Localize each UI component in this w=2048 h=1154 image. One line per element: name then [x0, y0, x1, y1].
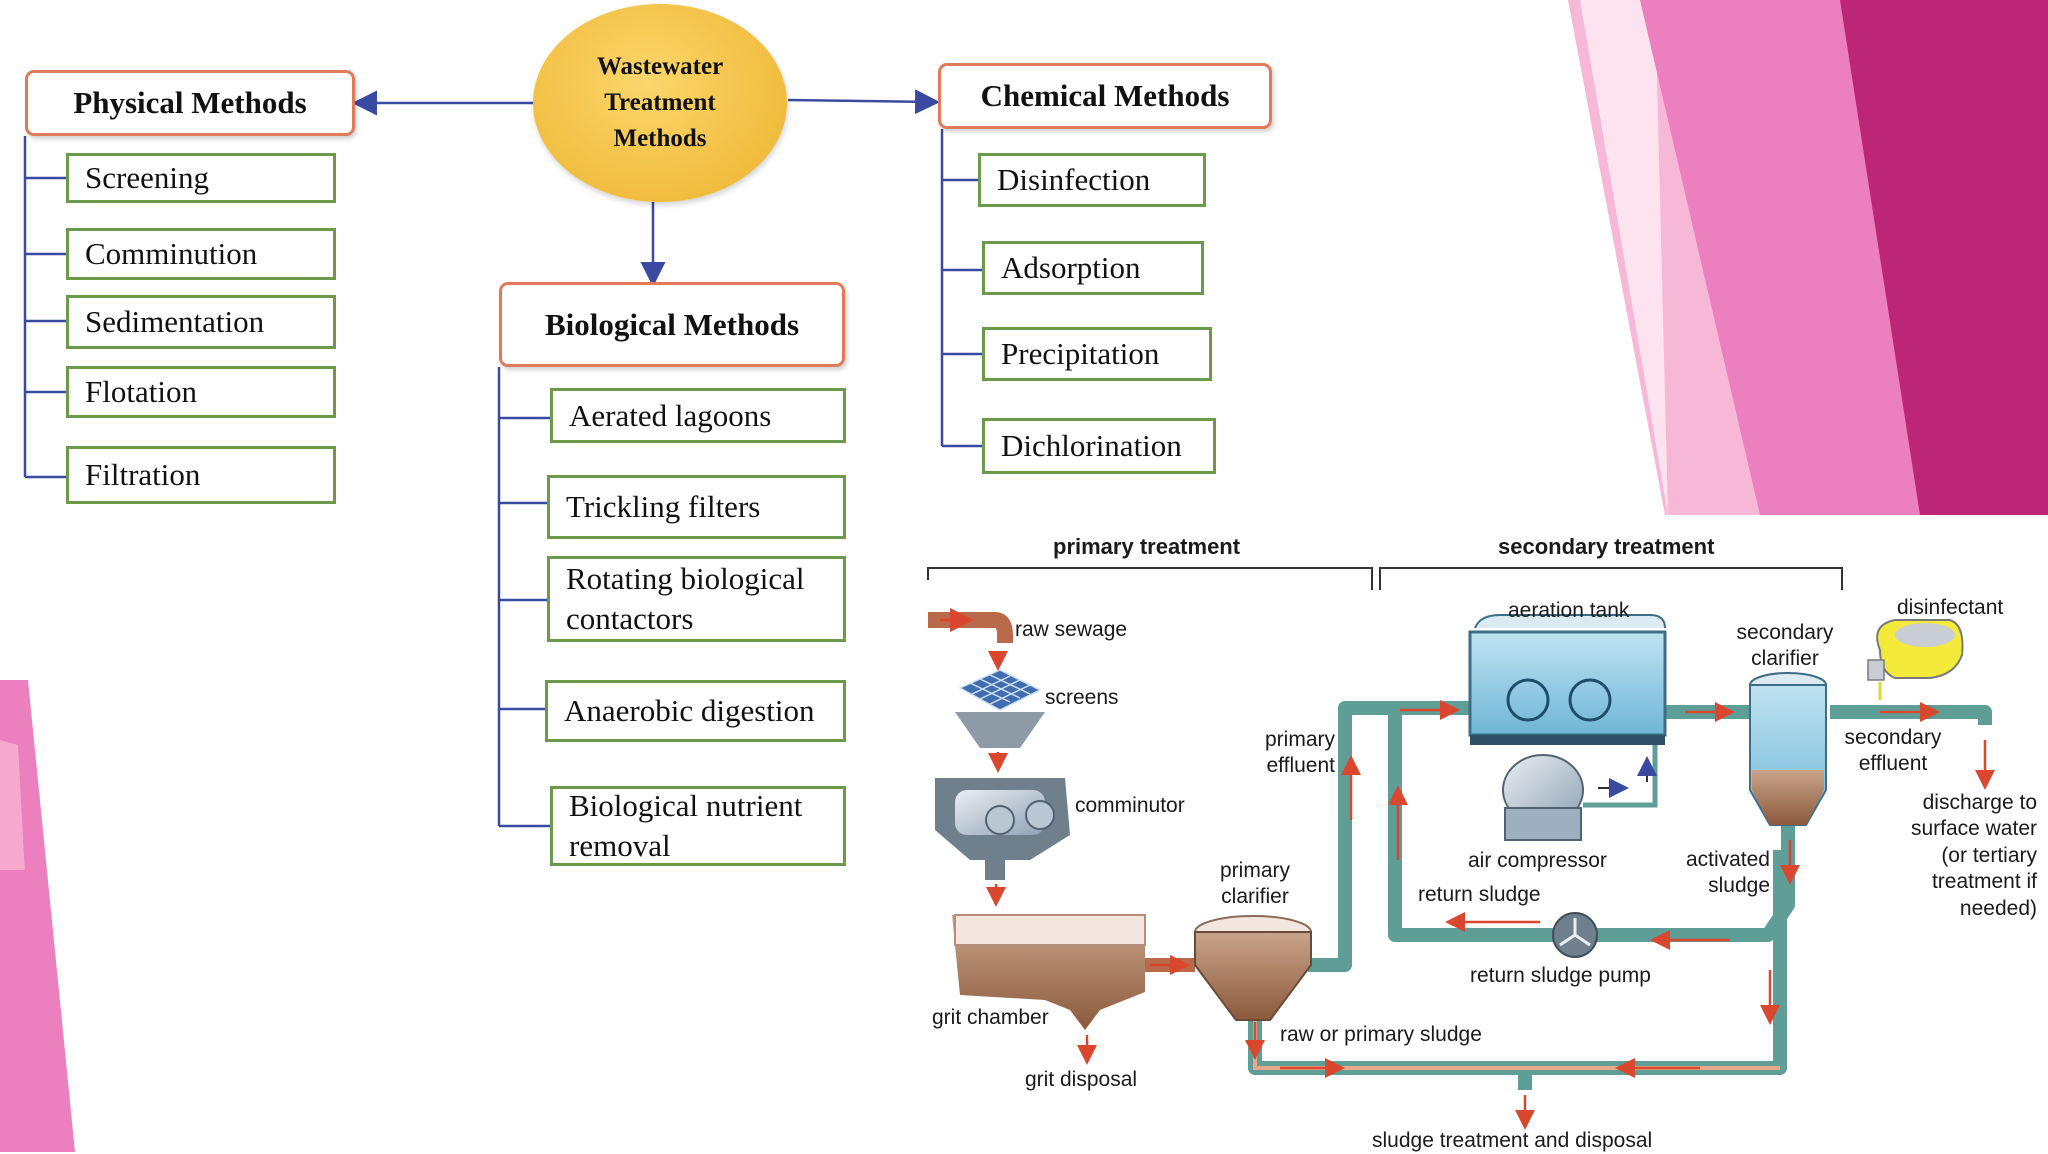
biological-method-item: Aerated lagoons: [550, 388, 846, 443]
discharge-label: discharge to surface water (or tertiary …: [1910, 791, 2037, 920]
chemical-method-item: Adsorption: [982, 241, 1204, 295]
screens-label: screens: [1045, 686, 1119, 709]
central-node: Wastewater Treatment Methods: [533, 4, 787, 202]
physical-method-item: Sedimentation: [66, 295, 336, 349]
activated-sludge-label: activated sludge: [1685, 848, 1770, 898]
aeration-tank-label: aeration tank: [1508, 599, 1630, 622]
return-sludge-pump-label: return sludge pump: [1470, 964, 1651, 987]
physical-method-item: Filtration: [66, 446, 336, 504]
secondary-treatment-label: secondary treatment: [1498, 534, 1715, 559]
biological-method-item: Rotating biological contactors: [547, 556, 846, 642]
biological-method-item: Biological nutrient removal: [550, 786, 846, 866]
primary-treatment-label: primary treatment: [1053, 534, 1241, 559]
return-sludge-label: return sludge: [1418, 883, 1541, 906]
biological-method-item: Trickling filters: [547, 475, 846, 539]
plant-illustration: [927, 567, 1995, 1130]
comminutor-label: comminutor: [1075, 794, 1185, 817]
secondary-clarifier-label: secondary clarifier: [1736, 621, 1834, 671]
raw-sewage-label: raw sewage: [1015, 618, 1128, 641]
central-title-line: Wastewater: [596, 52, 724, 80]
chemical-methods-title: Chemical Methods: [938, 63, 1272, 129]
grit-chamber-label: grit chamber: [932, 1006, 1049, 1029]
biological-methods-title: Biological Methods: [499, 282, 845, 367]
central-title-line: Methods: [613, 125, 707, 153]
physical-method-item: Flotation: [66, 366, 336, 418]
central-title-line: Treatment: [604, 88, 716, 116]
physical-method-item: Screening: [66, 153, 336, 203]
biological-method-item: Anaerobic digestion: [545, 680, 846, 742]
physical-method-item: Comminution: [66, 228, 336, 280]
sludge-treatment-label: sludge treatment and disposal: [1372, 1129, 1653, 1152]
grit-disposal-label: grit disposal: [1025, 1068, 1138, 1091]
chemical-method-item: Precipitation: [982, 327, 1212, 381]
raw-or-primary-sludge-label: raw or primary sludge: [1280, 1023, 1482, 1046]
physical-methods-title: Physical Methods: [25, 70, 355, 136]
air-compressor-label: air compressor: [1468, 849, 1607, 872]
primary-effluent-label: primary effluent: [1264, 728, 1335, 778]
primary-clarifier-label: primary clarifier: [1219, 859, 1290, 909]
secondary-effluent-label: secondary effluent: [1844, 726, 1942, 776]
disinfectant-label: disinfectant: [1897, 596, 2004, 619]
chemical-method-item: Disinfection: [978, 153, 1206, 207]
chemical-method-item: Dichlorination: [982, 418, 1216, 474]
tree-connectors: [23, 89, 982, 828]
